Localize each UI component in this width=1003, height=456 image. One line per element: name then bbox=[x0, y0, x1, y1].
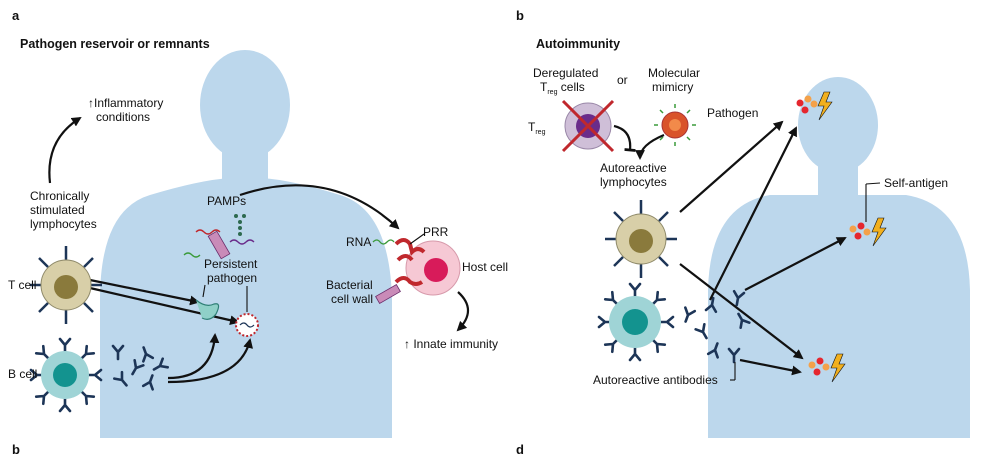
chronic-label-2: stimulated bbox=[30, 203, 85, 217]
panel-a-title: Pathogen reservoir or remnants bbox=[20, 37, 210, 51]
rna-label: RNA bbox=[346, 235, 371, 249]
chronic-label-3: lymphocytes bbox=[30, 217, 97, 231]
self-antigen-cluster-brain bbox=[796, 91, 833, 121]
pathogen-virus-b bbox=[654, 104, 696, 146]
t-cell-b bbox=[605, 200, 677, 278]
mimicry-label-2: mimicry bbox=[652, 80, 693, 94]
prr-leader bbox=[409, 233, 425, 245]
panel-a-letter: a bbox=[12, 8, 20, 23]
panel-c-letter: b bbox=[12, 442, 20, 456]
innate-immunity-label: ↑ Innate immunity bbox=[404, 337, 498, 351]
rna-strand bbox=[372, 239, 395, 245]
bacterial-label-1: Bacterial bbox=[326, 278, 373, 292]
self-antigen-leader bbox=[865, 182, 881, 185]
arrow-host-to-innate bbox=[456, 291, 470, 332]
autoreactive-label-1: Autoreactive bbox=[600, 161, 667, 175]
b-cell-label: B cell bbox=[8, 367, 37, 381]
arrow-to-inflammatory bbox=[48, 116, 82, 184]
self-antigen-cluster-lower bbox=[808, 353, 846, 383]
treg-label: Treg bbox=[528, 120, 546, 136]
persistent-bacterium bbox=[195, 299, 220, 320]
arrow-antibody-to-lower bbox=[739, 358, 802, 376]
treg-cross-icon bbox=[561, 99, 615, 153]
mimicry-label-1: Molecular bbox=[648, 66, 700, 80]
panel-d-letter: d bbox=[516, 442, 524, 456]
panel-b-title: Autoimmunity bbox=[536, 37, 620, 51]
prr-label: PRR bbox=[423, 225, 449, 239]
self-antigen-cluster-shoulder bbox=[849, 217, 887, 247]
arrow-t-to-lower bbox=[679, 263, 804, 360]
arrow-antibody-to-pathogen bbox=[167, 338, 253, 384]
dereg-label-1: Deregulated bbox=[533, 66, 598, 80]
or-label: or bbox=[617, 73, 628, 87]
bacterial-label-2: cell wall bbox=[331, 292, 373, 306]
chronic-label-1: Chronically bbox=[30, 189, 89, 203]
arrow-antibody-to-brain bbox=[709, 126, 797, 301]
self-antigen-label: Self-antigen bbox=[884, 176, 948, 190]
prr-receptor-top bbox=[394, 238, 426, 262]
pamps-cluster bbox=[183, 214, 255, 260]
t-cell-label: T cell bbox=[8, 278, 36, 292]
host-cell-label: Host cell bbox=[462, 260, 508, 274]
persistent-virus bbox=[235, 313, 259, 337]
arrow-antibody-to-shoulder bbox=[744, 237, 847, 291]
pamps-label: PAMPs bbox=[207, 194, 246, 208]
b-cell-b bbox=[597, 282, 675, 362]
dereg-label-2: Treg cells bbox=[540, 80, 585, 96]
b-cell-a bbox=[29, 337, 103, 413]
inflammatory-label: ↑Inflammatory bbox=[88, 96, 163, 110]
arrow-antibody-to-persistent bbox=[167, 333, 220, 380]
human-body-silhouette-a bbox=[100, 50, 392, 438]
t-cell-a bbox=[30, 246, 102, 324]
autoreactive-label-2: lymphocytes bbox=[600, 175, 667, 189]
persistent-leader-1 bbox=[202, 284, 206, 298]
arrow-pathogen-to-autoreactive bbox=[635, 133, 665, 160]
persistent-label-2: pathogen bbox=[207, 271, 257, 285]
pathogen-label: Pathogen bbox=[707, 106, 758, 120]
arrow-t-to-brain bbox=[679, 120, 784, 213]
human-body-silhouette-b bbox=[708, 77, 970, 438]
panel-b-letter: b bbox=[516, 8, 524, 23]
treg-inhibition bbox=[613, 124, 636, 152]
arrow-pamps-to-prr bbox=[239, 184, 400, 230]
prr-receptor-bottom bbox=[375, 276, 424, 305]
autoreactive-antibodies-label: Autoreactive antibodies bbox=[593, 373, 718, 387]
persistent-label-1: Persistent bbox=[204, 257, 258, 271]
inflammatory-label-2: conditions bbox=[96, 110, 150, 124]
arrow-tcell-to-persistent bbox=[89, 278, 200, 306]
